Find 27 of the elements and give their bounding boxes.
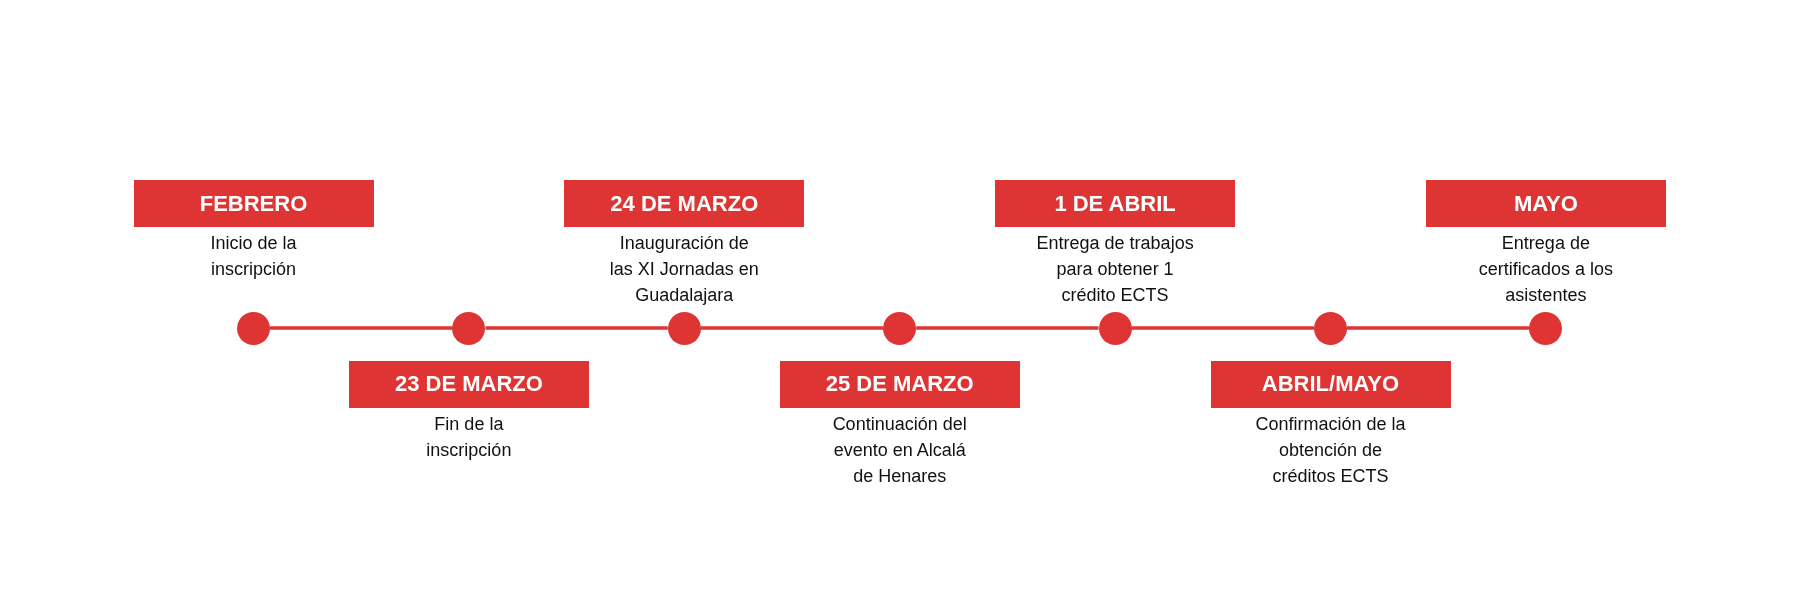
event-description: Entrega de trabajos para obtener 1 crédito ECTS [1035, 232, 1195, 307]
timeline-line [1347, 326, 1530, 330]
event-description: Confirmación de la obtención de créditos ECTS [1254, 412, 1407, 488]
timeline-dot [237, 311, 270, 345]
timeline-line [700, 326, 884, 330]
timeline-line [1131, 326, 1314, 330]
timeline-line [916, 326, 1099, 330]
date-banner: 23 DE MARZO [348, 360, 589, 408]
timeline-dot [1314, 311, 1347, 345]
date-banner: 25 DE MARZO [779, 360, 1020, 408]
timeline-line [485, 326, 668, 330]
date-banner: 24 DE MARZO [564, 180, 805, 227]
event-description: Inauguración de las XI Jornadas en Guadalajara [608, 232, 760, 307]
timeline-line [270, 326, 453, 330]
date-banner: FEBRERO [133, 180, 374, 227]
date-banner: ABRIL/MAYO [1210, 360, 1451, 408]
timeline-dot [883, 311, 917, 345]
timeline-dot [452, 311, 486, 345]
event-description: Inicio de la inscripción [209, 232, 298, 281]
event-description: Entrega de certificados a los asistentes [1477, 232, 1614, 307]
date-banner: 1 DE ABRIL [995, 180, 1236, 227]
date-banner: MAYO [1425, 180, 1666, 227]
event-description: Fin de la inscripción [425, 412, 513, 462]
timeline-dot [1529, 311, 1563, 345]
timeline-dot [1098, 311, 1132, 345]
event-description: Continuación del evento en Alcalá de Henares [831, 412, 968, 488]
timeline-dot [667, 311, 701, 345]
